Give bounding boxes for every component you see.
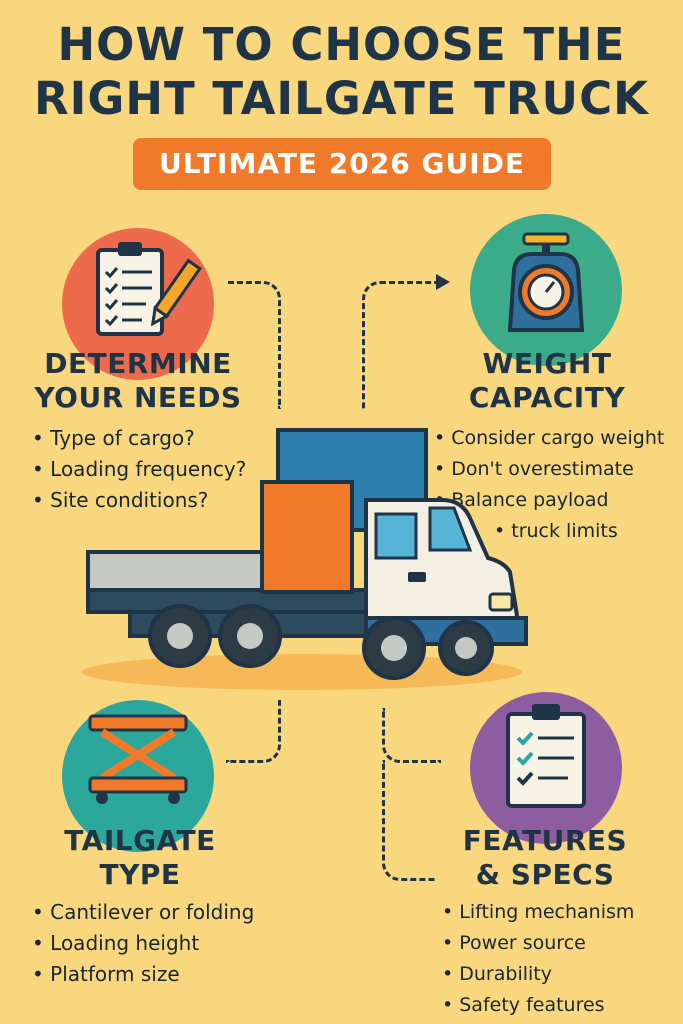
connector-top-right bbox=[362, 281, 443, 409]
connector-top-left bbox=[228, 281, 281, 409]
tailgate-icon-circle bbox=[62, 700, 214, 852]
weight-title: WEIGHT CAPACITY bbox=[442, 347, 652, 415]
features-list: Lifting mechanism Power source Durabilit… bbox=[442, 897, 634, 1021]
weight-list: Consider cargo weight Don't overestimate… bbox=[434, 423, 664, 547]
weight-icon-circle bbox=[470, 214, 622, 366]
connector-bottom-left bbox=[226, 700, 281, 763]
tailgate-list: Cantilever or folding Loading height Pla… bbox=[32, 897, 254, 990]
list-item: Don't overestimate bbox=[434, 454, 664, 485]
needs-icon-circle bbox=[62, 228, 214, 380]
needs-list: Type of cargo? Loading frequency? Site c… bbox=[32, 423, 246, 516]
features-title: FEATURES & SPECS bbox=[440, 824, 650, 892]
needs-title: DETERMINE YOUR NEEDS bbox=[20, 347, 256, 415]
list-item: Type of cargo? bbox=[32, 423, 246, 454]
title-line-1: HOW TO CHOOSE THE bbox=[57, 18, 626, 71]
connector-bottom-right-2 bbox=[382, 760, 435, 881]
weight-title-line-2: CAPACITY bbox=[468, 381, 626, 414]
features-title-line-1: FEATURES bbox=[462, 824, 628, 857]
list-item: Platform size bbox=[32, 959, 254, 990]
list-item: Site conditions? bbox=[32, 485, 246, 516]
list-item: Cantilever or folding bbox=[32, 897, 254, 928]
list-item: Lifting mechanism bbox=[442, 897, 634, 928]
features-title-line-2: & SPECS bbox=[475, 858, 615, 891]
arrow-right-icon bbox=[436, 274, 450, 290]
tailgate-title: TAILGATE TYPE bbox=[40, 824, 240, 892]
list-item: Durability bbox=[442, 959, 634, 990]
checklist-icon bbox=[506, 704, 586, 808]
features-icon-circle bbox=[470, 692, 622, 844]
list-item: Loading height bbox=[32, 928, 254, 959]
list-item: truck limits bbox=[434, 516, 664, 547]
tailgate-title-line-2: TYPE bbox=[99, 858, 181, 891]
list-item: Loading frequency? bbox=[32, 454, 246, 485]
scissor-lift-icon bbox=[88, 714, 188, 804]
list-item: Safety features bbox=[442, 990, 634, 1021]
tailgate-title-line-1: TAILGATE bbox=[64, 824, 216, 857]
guide-badge: ULTIMATE 2026 GUIDE bbox=[133, 138, 551, 190]
truck-illustration bbox=[82, 428, 528, 690]
scale-icon bbox=[507, 232, 585, 332]
weight-title-line-1: WEIGHT bbox=[482, 347, 612, 380]
list-item: Power source bbox=[442, 928, 634, 959]
needs-title-line-1: DETERMINE bbox=[44, 347, 232, 380]
needs-title-line-2: YOUR NEEDS bbox=[34, 381, 242, 414]
title-line-2: RIGHT TAILGATE TRUCK bbox=[34, 72, 649, 125]
list-item: Consider cargo weight bbox=[434, 423, 664, 454]
list-item: Balance payload bbox=[434, 485, 664, 516]
clipboard-pencil-icon bbox=[96, 242, 202, 336]
connector-bottom-right-1 bbox=[382, 708, 441, 763]
